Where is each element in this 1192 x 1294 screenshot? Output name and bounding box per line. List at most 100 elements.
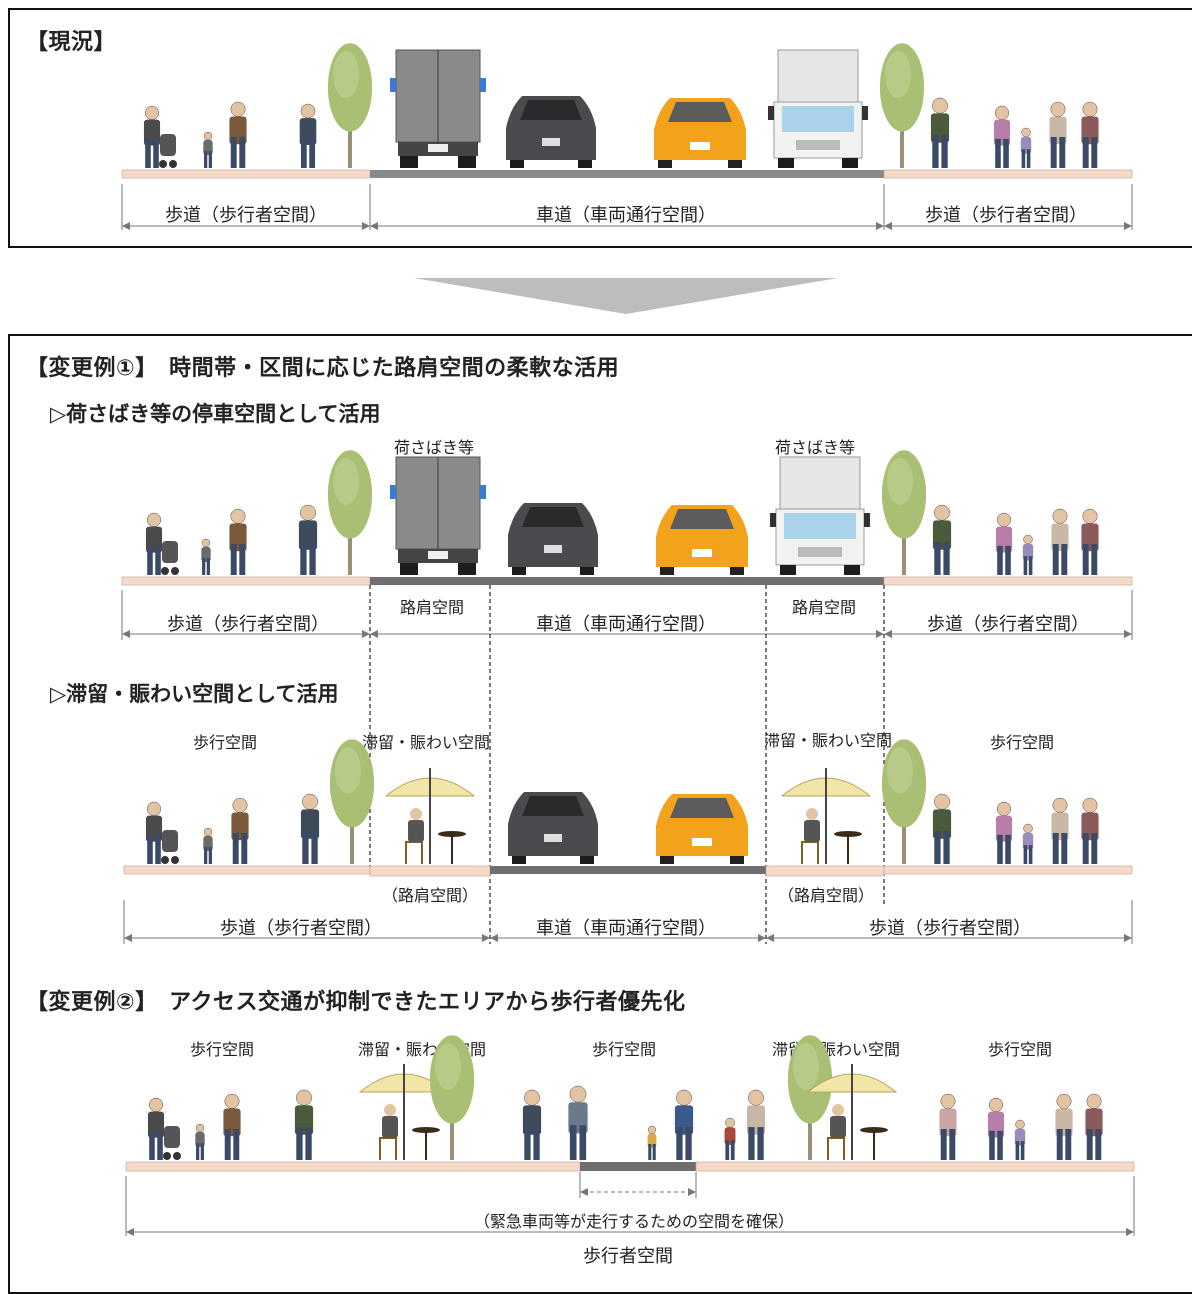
ex2-walkway-left xyxy=(125,1161,581,1172)
ex1b-cafe-right xyxy=(780,768,872,864)
ex1b-cafe-left xyxy=(384,768,476,864)
pedestrian-space-label: 歩行者空間 xyxy=(583,1246,673,1267)
ex2-child-1 xyxy=(195,1123,205,1160)
ex2-walk-label-3: 歩行空間 xyxy=(987,1040,1053,1059)
ex1a-child-2 xyxy=(1022,534,1034,575)
ex2-tree-left xyxy=(429,1035,475,1160)
ex1a-truck-back xyxy=(390,456,486,575)
loading-label-left: 荷さばき等 xyxy=(393,438,475,457)
ex2-walkway-right xyxy=(695,1161,1135,1172)
ex1a-sidewalk-right-label: 歩道（歩行者空間） xyxy=(927,614,1089,635)
ex1b-person-4 xyxy=(932,793,952,864)
current-roadway-label: 車道（車両通行空間） xyxy=(536,205,716,226)
ex1a-person-6 xyxy=(1051,508,1069,575)
ex1a-dim-sidewalk-right xyxy=(884,630,1132,638)
ex1b-walk-label-left: 歩行空間 xyxy=(192,733,258,752)
ex1b-child-2 xyxy=(1022,823,1034,864)
ex2-dim-emergency-lane xyxy=(580,1188,696,1196)
current-person-4 xyxy=(930,97,950,168)
shoulder-label-right: 路肩空間 xyxy=(791,598,857,617)
ex1b-roadway-label: 車道（車両通行空間） xyxy=(536,918,716,939)
ex2-person-3 xyxy=(294,1089,314,1160)
ex1a-sidewalk-left-label: 歩道（歩行者空間） xyxy=(167,614,329,635)
ex1b-stroller xyxy=(161,830,179,864)
ex1a-roadway xyxy=(370,577,884,585)
ex2-stroller xyxy=(163,1126,181,1160)
current-person-7 xyxy=(1081,101,1099,168)
ex1a-person-3 xyxy=(298,504,318,575)
ex1a-person-7 xyxy=(1081,508,1099,575)
ex1b-dim-sidewalk-right xyxy=(766,934,1132,942)
current-tree-left xyxy=(327,43,373,168)
ex1b-shoulder-right xyxy=(765,865,885,877)
ex1a-tree-right xyxy=(881,450,927,575)
current-title: 【現況】 xyxy=(26,30,117,55)
ex2-child-2 xyxy=(647,1125,657,1160)
ex1b-lingering-label-right: 滞留・賑わい空間 xyxy=(763,731,893,750)
ex1b-person-1 xyxy=(145,801,163,864)
ex1b-person-7 xyxy=(1081,797,1099,864)
ex2-walk-label-1: 歩行空間 xyxy=(189,1040,255,1059)
ex1b-tree-left xyxy=(329,739,375,864)
ex1b-child-1 xyxy=(203,827,213,864)
ex1b-person-5 xyxy=(995,801,1013,864)
ex1a-person-1 xyxy=(145,512,163,575)
ex1b-dim-roadway xyxy=(490,934,766,942)
ex1b-walk-label-right: 歩行空間 xyxy=(989,733,1055,752)
current-dim-roadway xyxy=(370,222,884,230)
ex1b-shoulder-left xyxy=(369,865,491,877)
ex1b-roadway xyxy=(490,866,766,874)
ex2-child-3 xyxy=(724,1117,736,1160)
current-roadway xyxy=(370,170,884,178)
ex2-person-8 xyxy=(939,1093,957,1160)
ex1a-person-5 xyxy=(995,512,1013,575)
current-car-dark xyxy=(506,96,596,168)
current-person-2 xyxy=(229,101,247,168)
ex1a-roadway-label: 車道（車両通行空間） xyxy=(536,614,716,635)
example-1a-subtitle: ▷荷さばき等の停車空間として活用 xyxy=(50,402,381,426)
current-sidewalk-left xyxy=(121,169,371,179)
current-section-frame xyxy=(8,8,1192,248)
ex1b-lingering-label-left: 滞留・賑わい空間 xyxy=(361,733,491,752)
emergency-space-label: （緊急車両等が走行するための空間を確保） xyxy=(473,1212,795,1231)
ex1b-car-dark xyxy=(508,792,598,864)
ex1b-person-2 xyxy=(231,797,249,864)
current-dim-sidewalk-right xyxy=(884,222,1132,230)
example-1b-subtitle: ▷滞留・賑わい空間として活用 xyxy=(50,682,339,706)
current-dim-sidewalk-left xyxy=(122,222,370,230)
ex1a-tree-left xyxy=(327,450,373,575)
current-child-2 xyxy=(1020,127,1032,168)
ex1b-person-3 xyxy=(300,793,320,864)
current-truck-front xyxy=(768,49,868,168)
current-stroller xyxy=(159,134,177,168)
example-1-title: 【変更例①】 時間帯・区間に応じた路肩空間の柔軟な活用 xyxy=(26,356,620,381)
current-person-5 xyxy=(993,105,1011,168)
ex1b-sidewalk-right xyxy=(883,865,1133,875)
loading-label-right: 荷さばき等 xyxy=(774,438,856,457)
ex2-person-5 xyxy=(568,1085,588,1160)
ex1a-child-1 xyxy=(201,538,211,575)
ex2-dim-pedestrian-space xyxy=(126,1228,1134,1236)
ex1a-sidewalk-left xyxy=(121,576,371,586)
current-person-3 xyxy=(299,103,317,168)
current-sidewalk-right xyxy=(883,169,1133,179)
ex2-person-9 xyxy=(987,1097,1005,1160)
ex1b-sidewalk-left-label: 歩道（歩行者空間） xyxy=(220,918,382,939)
ex2-person-2 xyxy=(223,1093,241,1160)
ex1b-person-6 xyxy=(1051,797,1069,864)
current-sidewalk-right-label: 歩道（歩行者空間） xyxy=(925,205,1087,226)
ex1b-shoulder-label-left: （路肩空間） xyxy=(381,886,479,905)
ex2-child-4 xyxy=(1014,1119,1026,1160)
ex1a-dim-roadway xyxy=(370,630,884,638)
ex2-person-10 xyxy=(1055,1093,1073,1160)
transition-arrow xyxy=(414,278,838,314)
current-car-orange xyxy=(654,98,746,168)
current-child-1 xyxy=(203,131,213,168)
shoulder-label-left: 路肩空間 xyxy=(399,598,465,617)
current-person-1 xyxy=(143,105,161,168)
ex2-person-4 xyxy=(522,1089,542,1160)
ex2-person-11 xyxy=(1085,1093,1103,1160)
ex2-tree-right xyxy=(787,1035,833,1160)
ex1a-person-4 xyxy=(932,504,952,575)
